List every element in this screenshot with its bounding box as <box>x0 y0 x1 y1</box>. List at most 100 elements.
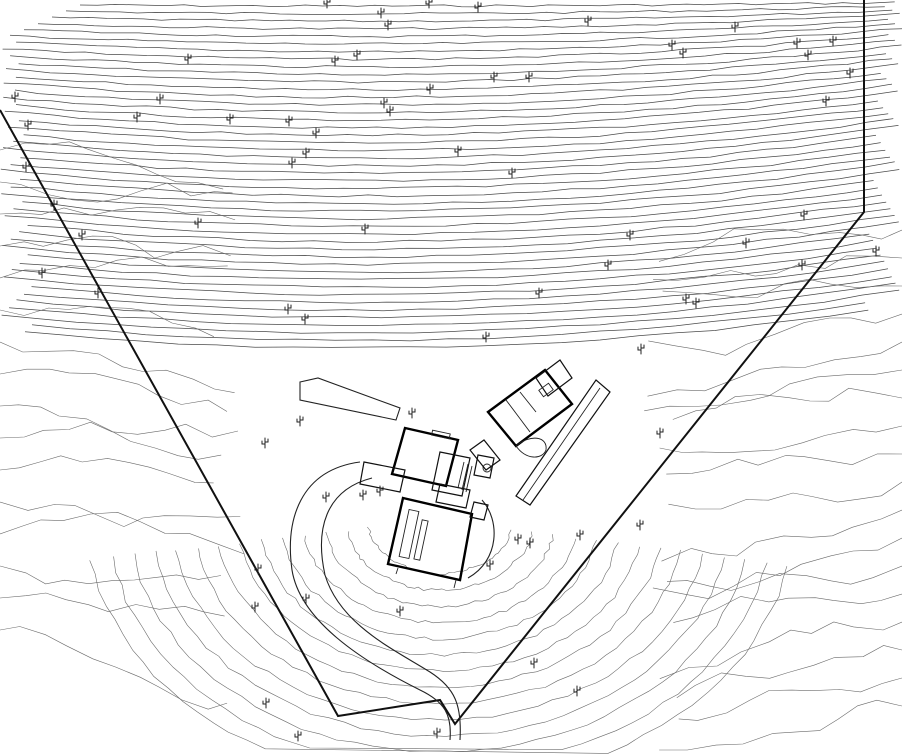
contour-line <box>27 233 870 274</box>
cactus-icon <box>454 145 462 157</box>
contour-line <box>18 100 878 137</box>
contour-line <box>0 565 222 585</box>
cactus-icon <box>679 47 687 59</box>
contour-line <box>0 181 233 203</box>
contour-line <box>659 699 902 751</box>
cactus-icon <box>301 313 309 325</box>
contour-line <box>0 235 231 259</box>
contour-line <box>11 247 877 288</box>
cactus-icon <box>285 115 293 127</box>
cactus-icon <box>474 1 482 13</box>
contour-line <box>9 23 896 45</box>
contour-line <box>15 58 893 91</box>
cactus-icon <box>731 21 739 33</box>
cactus-icon <box>322 491 330 503</box>
contour-line <box>2 221 899 266</box>
cactus-icon <box>573 685 581 697</box>
contour-line <box>10 142 881 182</box>
contour-line <box>23 268 889 312</box>
contour-line <box>2 34 889 61</box>
contour-line <box>175 550 703 721</box>
property-boundary <box>0 0 865 726</box>
contour-line <box>16 276 892 319</box>
cactus-icon <box>514 533 522 545</box>
cactus-icon <box>525 71 533 83</box>
cactus-icon <box>408 407 416 419</box>
cactus-icon <box>584 15 592 27</box>
cactus-icon <box>156 93 164 105</box>
cactus-icon <box>380 97 388 109</box>
cactus-icon <box>872 245 880 257</box>
cactus-icon <box>800 209 808 221</box>
cactus-icon <box>294 730 302 742</box>
cactus-icon <box>682 293 690 305</box>
contour-line <box>647 341 902 397</box>
contour-line <box>3 125 899 167</box>
cactus-icon <box>656 427 664 439</box>
contour-line <box>648 313 902 356</box>
contour-line <box>662 278 902 298</box>
cactus-icon <box>38 267 46 279</box>
cactus-icon <box>24 119 32 131</box>
cactus-icon <box>668 39 676 51</box>
cactus-icon <box>384 19 392 31</box>
contour-line <box>10 161 895 205</box>
contour-line <box>1 289 900 334</box>
contour-line <box>79 1 895 8</box>
contour-line <box>0 141 224 190</box>
cactus-icon <box>530 657 538 669</box>
contour-line <box>31 260 885 304</box>
cactus-icon <box>486 559 494 571</box>
contour-line <box>20 134 877 174</box>
contour-line <box>678 677 902 721</box>
cactus-icon <box>262 697 270 709</box>
contour-line <box>666 565 902 591</box>
contour-line <box>37 12 900 30</box>
contour-line <box>0 592 225 617</box>
cactus-icon <box>636 519 644 531</box>
cactus-icon <box>742 237 750 249</box>
contour-line <box>113 556 768 750</box>
vegetation-layer <box>11 0 880 742</box>
contour-line <box>666 453 902 475</box>
contour-line <box>3 254 881 296</box>
cactus-icon <box>386 105 394 117</box>
cactus-icon <box>361 223 369 235</box>
cactus-icon <box>535 287 543 299</box>
contour-line <box>672 387 902 420</box>
contour-line <box>659 621 902 679</box>
cactus-icon <box>359 489 367 501</box>
lower-pavilion <box>386 483 489 589</box>
long-wall <box>515 379 611 506</box>
cactus-icon <box>254 563 262 575</box>
contour-line <box>15 83 893 122</box>
cactus-icon <box>22 161 30 173</box>
cactus-icon <box>78 229 86 241</box>
contour-line <box>1 169 900 212</box>
cactus-icon <box>604 259 612 271</box>
cactus-icon <box>692 297 700 309</box>
contour-line <box>260 539 619 657</box>
cactus-icon <box>331 55 339 67</box>
contour-line <box>89 560 788 754</box>
contour-line <box>10 215 895 258</box>
contour-line <box>3 63 899 99</box>
contour-line <box>658 228 902 262</box>
contour-line <box>19 239 874 280</box>
cactus-icon <box>353 49 361 61</box>
cactus-icon <box>425 0 433 9</box>
cactus-icon <box>822 95 830 107</box>
contour-line <box>24 309 869 348</box>
main-house <box>359 426 495 497</box>
cactus-icon <box>376 485 384 497</box>
cactus-icon <box>396 605 404 617</box>
cactus-icon <box>323 0 331 9</box>
contour-line <box>9 282 896 326</box>
cactus-icon <box>296 415 304 427</box>
contour-line <box>13 187 878 227</box>
cactus-icon <box>133 111 141 123</box>
outer-contour-lines <box>0 141 902 751</box>
cactus-icon <box>194 217 202 229</box>
driveway <box>289 377 495 741</box>
